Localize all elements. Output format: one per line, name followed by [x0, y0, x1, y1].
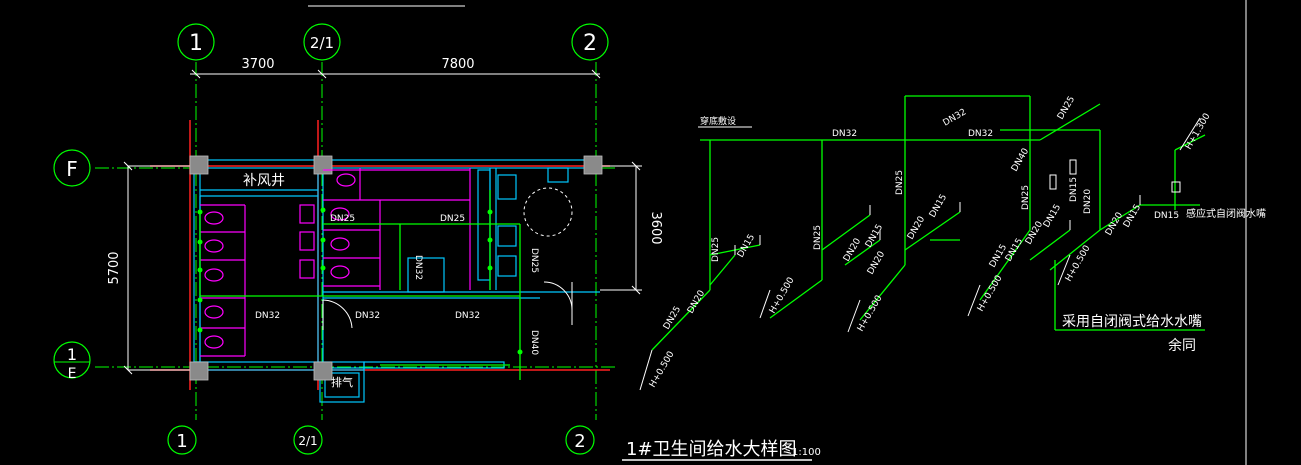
dim-top-1: 3700: [241, 57, 274, 72]
plan-pipe-label-2: DN25: [440, 214, 465, 224]
iso-label-19: DN40: [1010, 147, 1031, 174]
plan-doors: [322, 281, 573, 330]
grid-label-bottom-3: 2: [574, 431, 585, 452]
iso-label-5: DN25: [662, 305, 683, 332]
iso-top-note: 穿底敷设: [700, 115, 736, 127]
grid-bubbles-left: F 1 E: [53, 149, 91, 382]
elevation-1: H+0.500: [648, 350, 677, 390]
grid-label-left-E: E: [68, 366, 77, 382]
grid-label-top-2: 2/1: [310, 34, 334, 52]
iso-label-10: DN15: [864, 223, 885, 250]
grid-label-bottom-1: 1: [176, 431, 187, 452]
elevation-marks: [639, 117, 1201, 391]
elevation-6: H+1.300: [1184, 112, 1213, 152]
iso-label-4: DN25: [711, 237, 721, 262]
elevation-4: H+0.500: [976, 274, 1005, 314]
iso-label-24: DN15: [1154, 211, 1179, 221]
dim-top-2: 7800: [441, 57, 474, 72]
iso-label-13: DN15: [928, 193, 949, 220]
elevation-5: H+0.500: [1064, 244, 1093, 284]
iso-label-14: DN20: [866, 250, 887, 277]
dimension-lines: [123, 69, 642, 375]
iso-label-20: DN25: [1021, 185, 1031, 210]
plan-pipe-label-5: DN32: [255, 311, 280, 321]
iso-label-2: DN32: [942, 107, 969, 128]
note-sensor-faucet: 感应式自闭阀水嘴: [1186, 207, 1266, 220]
grid-axes: [95, 62, 615, 420]
grid-bubbles-top: 1 2/1 2: [177, 23, 609, 61]
note-self-closing-valve: 采用自闭阀式给水水嘴: [1062, 314, 1202, 330]
grid-label-top-3: 2: [583, 31, 597, 56]
grid-label-left-1: 1: [67, 345, 77, 364]
isometric-fixture-ticks: [734, 159, 1181, 255]
plan-pipes: [199, 190, 521, 380]
isometric-pipes: [651, 95, 1206, 351]
floor-drain-circle: [523, 187, 573, 237]
note-rest-same: 余同: [1168, 337, 1196, 354]
plan-pipe-label-4: DN25: [529, 248, 539, 273]
exhaust-label: 排气: [331, 375, 353, 389]
room-label: 补风井: [243, 173, 285, 189]
drawing-scale: 1:100: [792, 447, 821, 458]
grid-label-left-F: F: [66, 157, 78, 181]
grid-bubbles-bottom: 1 2/1 2: [167, 425, 595, 455]
dim-left: 5700: [107, 251, 122, 284]
iso-label-6: DN20: [686, 289, 707, 316]
iso-label-18: DN15: [1042, 203, 1063, 230]
iso-label-9: DN20: [842, 237, 863, 264]
iso-label-22: DN20: [1083, 189, 1093, 214]
grid-label-bottom-2: 2/1: [298, 434, 317, 448]
drawing-title: 1#卫生间给水大样图: [626, 439, 797, 460]
plan-pipe-label-7: DN32: [455, 311, 480, 321]
elevation-3: H+0.500: [856, 294, 885, 334]
dim-right: 3600: [648, 211, 663, 244]
iso-label-11: DN25: [895, 170, 905, 195]
iso-label-21: DN15: [1069, 177, 1079, 202]
iso-label-8: DN25: [813, 225, 823, 250]
iso-label-3: DN32: [968, 129, 993, 139]
iso-label-26: DN15: [1122, 203, 1143, 230]
grid-label-top-1: 1: [189, 31, 203, 56]
plan-columns: [189, 155, 603, 381]
iso-label-1: DN32: [832, 129, 857, 139]
plan-fixtures: [200, 167, 569, 357]
plan-pipe-dots: [197, 207, 523, 355]
plan-pipe-label-8: DN40: [529, 330, 539, 355]
plan-pipe-label-3: DN32: [413, 255, 423, 280]
plan-walls: [193, 159, 600, 403]
plan-pipe-label-1: DN25: [330, 214, 355, 224]
plan-pipe-label-6: DN32: [355, 311, 380, 321]
iso-label-23: DN25: [1056, 95, 1077, 122]
